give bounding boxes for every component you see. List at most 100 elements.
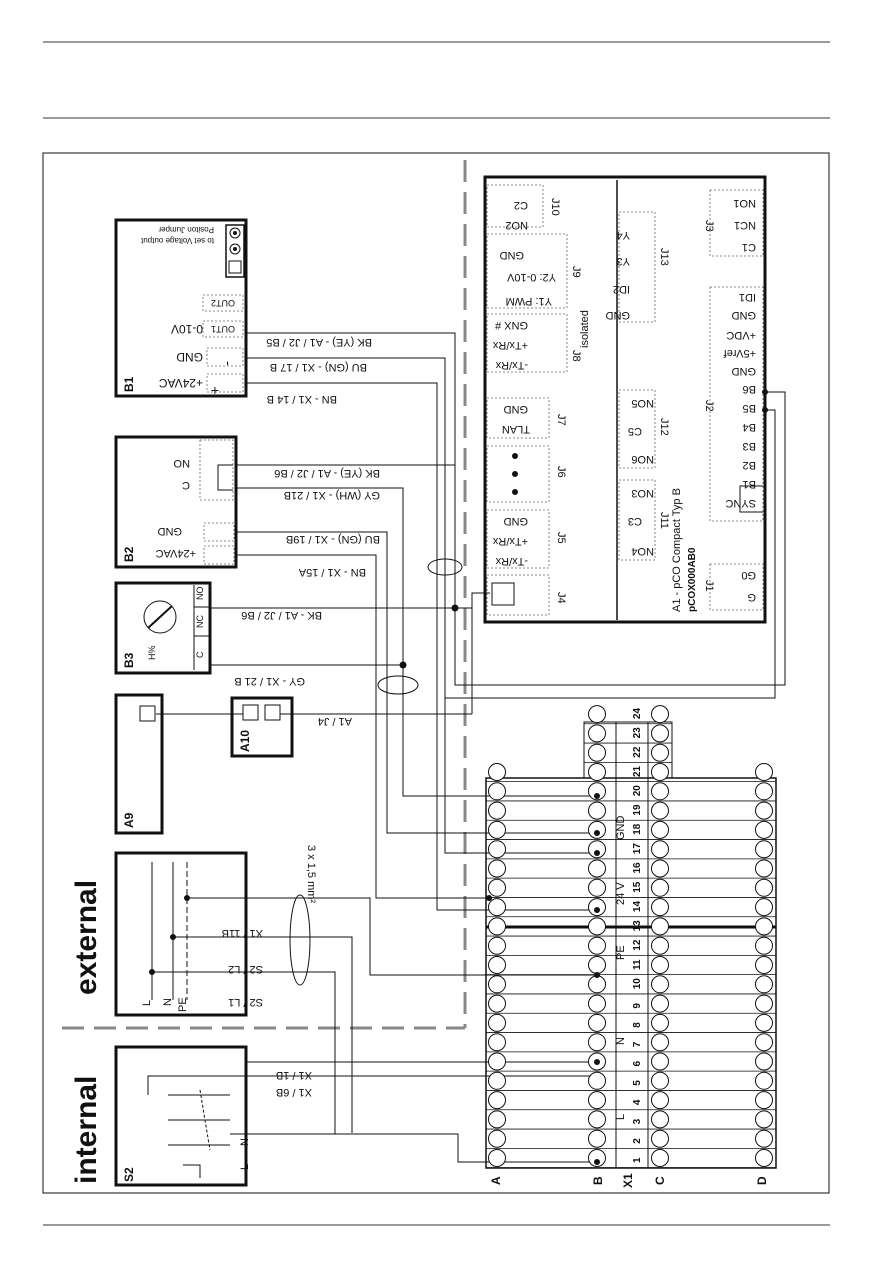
svg-text:NO6: NO6: [631, 453, 654, 465]
terminal-a-7: [488, 1033, 506, 1052]
connector-j12: NO5 C5 NO6 J12: [618, 389, 670, 469]
terminal-d-18: [755, 820, 773, 839]
terminal-c-13: [651, 917, 669, 936]
svg-text:NO2: NO2: [505, 219, 528, 231]
svg-text:SYNC: SYNC: [725, 497, 756, 509]
b1-jumper-note-1: Positon Jumper: [158, 225, 214, 234]
terminal-b-18: [588, 820, 606, 839]
connector-j4: J4: [486, 574, 567, 616]
svg-text:Y4: Y4: [617, 229, 630, 241]
terminal-d-20: [755, 782, 773, 801]
terminal-number-10: 10: [632, 978, 643, 990]
svg-text:+: +: [211, 383, 219, 399]
a1-title: A1 - pCO Compact Typ B: [671, 488, 683, 612]
svg-text:C1: C1: [742, 241, 756, 253]
terminal-c-10: [651, 975, 669, 994]
svg-text:L: L: [239, 1164, 251, 1170]
svg-text:G0: G0: [741, 569, 756, 581]
svg-text:GND: GND: [732, 309, 757, 321]
terminal-number-7: 7: [632, 1041, 643, 1047]
b3-wires: [210, 409, 776, 699]
terminal-b-3: [588, 1110, 606, 1129]
terminal-number-17: 17: [632, 843, 643, 855]
svg-text:NO5: NO5: [631, 397, 654, 409]
svg-text:C2: C2: [514, 199, 528, 211]
terminal-b-16: [588, 859, 606, 878]
terminal-number-24: 24: [632, 708, 643, 720]
int-wire-2: X1 / 6B: [276, 1086, 312, 1098]
terminal-a-20: [488, 782, 506, 801]
terminal-c-23: [651, 724, 669, 743]
x1-row-a: A: [489, 1176, 503, 1185]
terminal-number-2: 2: [632, 1138, 643, 1144]
b3-hum: H%: [147, 645, 157, 660]
connector-j1: G0 G J1: [703, 563, 764, 611]
svg-text:GND: GND: [504, 403, 529, 415]
terminal-b-9: [588, 994, 606, 1013]
connector-j10: C2 NO2 J10: [486, 184, 561, 231]
svg-text:NC1: NC1: [734, 219, 756, 231]
terminal-a-3: [488, 1110, 506, 1129]
terminal-d-14: [755, 898, 773, 917]
svg-text:ID2: ID2: [613, 283, 630, 295]
svg-text:-: -: [221, 361, 237, 366]
a9-id: A9: [122, 812, 136, 828]
svg-text:+5Vref: +5Vref: [723, 347, 756, 359]
svg-text:Y2: 0-10V: Y2: 0-10V: [506, 271, 556, 283]
terminal-d-3: [755, 1110, 773, 1129]
svg-text:TLAN: TLAN: [502, 423, 530, 435]
cable-ring-2: [377, 675, 419, 695]
svg-text:+Tx/Rx: +Tx/Rx: [492, 535, 528, 547]
terminal-d-13: [755, 917, 773, 936]
svg-text:ID1: ID1: [739, 291, 756, 303]
terminal-number-5: 5: [632, 1080, 643, 1086]
svg-text:J11: J11: [658, 512, 670, 529]
terminal-b-8: [588, 1013, 606, 1032]
b3-pin-c: C: [195, 651, 205, 658]
terminal-c-6: [651, 1052, 669, 1071]
b3-pin-nc: NC: [195, 615, 205, 628]
connector-j2: ID1 GND +VDC +5Vref GND B6 B5 B4 B3 B2 B…: [703, 286, 768, 522]
svg-text:N: N: [162, 998, 174, 1006]
terminal-a-14: [488, 898, 506, 917]
terminal-c-15: [651, 878, 669, 897]
terminal-b-1: [588, 1149, 606, 1167]
terminal-b-21: [588, 763, 606, 781]
int-wire-1: X1 / 1B: [276, 1069, 312, 1081]
svg-text:J3: J3: [703, 220, 715, 232]
connector-j9: GND Y2: 0-10V Y1: PWM J9: [486, 233, 582, 309]
terminal-number-4: 4: [632, 1099, 643, 1105]
b2-wire-4: BN - X1 / 15A: [298, 566, 366, 578]
terminal-c-24: [651, 705, 669, 724]
svg-text:N: N: [239, 1138, 251, 1146]
terminal-number-12: 12: [632, 939, 643, 951]
terminal-number-1: 1: [632, 1157, 643, 1163]
external-wires: [152, 897, 597, 1134]
a1-isolated: isolated: [579, 310, 591, 348]
terminal-c-3: [651, 1110, 669, 1129]
terminal-number-8: 8: [632, 1022, 643, 1028]
terminal-d-6: [755, 1052, 773, 1071]
device-a10: A10: [230, 696, 294, 758]
device-b2: B2 NO C GND +24VAC: [114, 435, 238, 569]
terminal-c-14: [651, 898, 669, 917]
terminal-a-9: [488, 994, 506, 1013]
terminal-number-15: 15: [632, 881, 643, 893]
terminal-c-8: [651, 1013, 669, 1032]
b1-out2: OUT2: [211, 298, 235, 308]
terminal-number-3: 3: [632, 1118, 643, 1124]
terminal-d-4: [755, 1091, 773, 1110]
terminal-a-4: [488, 1091, 506, 1110]
b1-pin-0-10v: 0-10V: [171, 322, 203, 336]
svg-text:-Tx/Rx: -Tx/Rx: [495, 359, 528, 371]
terminal-a-8: [488, 1013, 506, 1032]
svg-text:GND: GND: [606, 309, 631, 321]
b3-wire-2: GY - X1 / 21 B: [234, 675, 305, 687]
svg-text:+Tx/Rx: +Tx/Rx: [492, 339, 528, 351]
terminal-b-23: [588, 724, 606, 743]
terminal-c-12: [651, 936, 669, 955]
terminal-b-4: [588, 1091, 606, 1110]
x1-group-24v: 24 V: [615, 882, 627, 905]
terminal-number-18: 18: [632, 823, 643, 835]
x1-group-gnd: GND: [615, 816, 627, 841]
